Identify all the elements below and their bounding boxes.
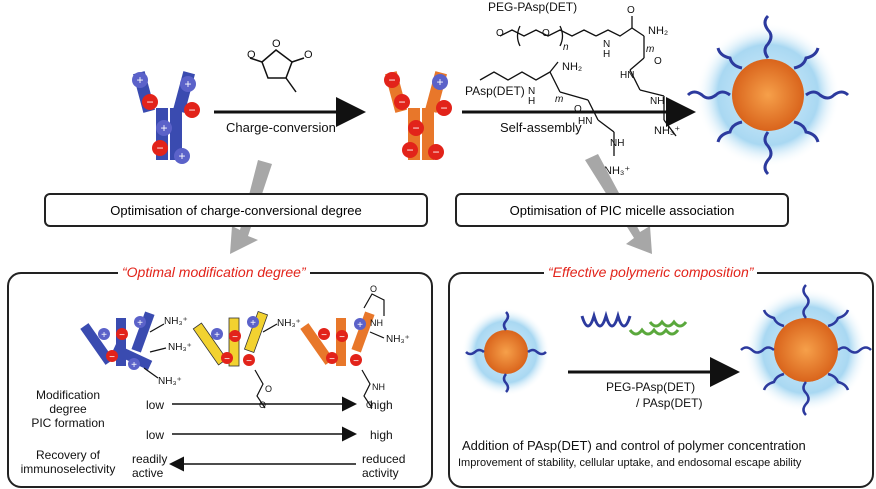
svg-text:NH₃⁺: NH₃⁺ [277, 318, 301, 329]
svg-text:+: + [436, 75, 443, 89]
m-label-1: m [646, 44, 654, 55]
peg-pasp-det-label: PEG-PAsp(DET) [488, 0, 578, 14]
svg-text:+: + [357, 320, 363, 331]
row-label-pic: PIC formation [31, 416, 105, 430]
nh-label-4: NH [610, 138, 624, 149]
row-label-recovery: Recovery of immunoselectivity [20, 448, 116, 476]
svg-text:−: − [388, 73, 395, 87]
svg-text:−: − [398, 95, 405, 109]
svg-text:−: − [353, 356, 359, 367]
svg-text:−: − [329, 354, 335, 365]
svg-text:O: O [370, 284, 377, 294]
self-assembly-label: Self-assembly [500, 120, 582, 135]
antibody-low-modification: + − + − + NH₃⁺ NH₃⁺ NH₃⁺ [80, 311, 192, 387]
svg-text:O: O [265, 384, 272, 394]
nh-label-3: NH [650, 96, 664, 107]
micelle-large [740, 284, 872, 416]
svg-text:+: + [184, 77, 191, 91]
nh-label-1: N [603, 39, 610, 50]
row-left-recovery: readily active [132, 452, 168, 480]
polymer-structure [479, 16, 677, 156]
svg-text:−: − [321, 330, 327, 341]
nh3-label-2: NH₃⁺ [604, 165, 630, 177]
o-label-5: O [574, 104, 582, 115]
svg-text:O: O [259, 400, 266, 410]
svg-text:+: + [214, 330, 220, 341]
micelle-small [462, 308, 550, 396]
converted-antibody: − + − − − − − [384, 71, 452, 160]
caption-sub: Improvement of stability, cellular uptak… [458, 457, 802, 469]
n-label: n [563, 42, 569, 53]
svg-text:+: + [160, 121, 167, 135]
svg-text:−: − [146, 95, 153, 109]
free-polymer-chains [580, 310, 688, 336]
h-label-2: H [528, 96, 535, 107]
svg-text:+: + [137, 318, 143, 329]
svg-text:+: + [250, 318, 256, 329]
box-charge-conversional-degree: Optimisation of charge-conversional degr… [44, 193, 428, 227]
o-label-4: O [654, 56, 662, 67]
anhydride-oxygen-ring: O [272, 38, 281, 50]
svg-text:−: − [188, 103, 195, 117]
caption-main: Addition of PAsp(DET) and control of pol… [462, 438, 806, 453]
anhydride-oxygen-right: O [304, 49, 313, 61]
svg-text:−: − [412, 121, 419, 135]
hn-label-2: HN [578, 116, 592, 127]
nh3-label-1: NH₃⁺ [654, 125, 680, 137]
svg-text:NH₃⁺: NH₃⁺ [158, 376, 182, 387]
svg-text:−: − [440, 101, 447, 115]
m-label-2: m [555, 94, 563, 105]
anhydride-structure [249, 49, 305, 93]
antibody-mid-modification: + − + − − NH₃⁺ O O [192, 310, 301, 410]
svg-text:NH: NH [370, 318, 383, 328]
row-right-recovery: reduced activity [362, 452, 406, 480]
box-right-text: Optimisation of PIC micelle association [509, 202, 735, 218]
native-antibody: + + − − + − + [132, 71, 200, 164]
antibody-high-modification: − − + − − O NH NH₃⁺ NH O [300, 284, 410, 410]
charge-conversion-label: Charge-conversion [226, 120, 336, 135]
hn-label-1: HN [620, 70, 634, 81]
arrow-label-peg: PEG-PAsp(DET) [606, 380, 696, 394]
nh2-label-2: NH₂ [562, 61, 582, 73]
micelle-top [686, 14, 850, 176]
svg-text:−: − [339, 332, 345, 343]
arrow-label-pasp: / PAsp(DET) [636, 396, 703, 410]
row-right-pic: high [370, 428, 393, 442]
anhydride-oxygen-left: O [247, 49, 256, 61]
o-label-3: O [627, 5, 635, 16]
svg-text:NH₃⁺: NH₃⁺ [168, 342, 192, 353]
svg-text:+: + [136, 73, 143, 87]
box-left-text: Optimisation of charge-conversional degr… [110, 202, 362, 218]
svg-text:−: − [119, 330, 125, 341]
svg-text:NH₃⁺: NH₃⁺ [386, 334, 410, 345]
row-left-pic: low [146, 428, 165, 442]
svg-text:−: − [109, 352, 115, 363]
svg-text:+: + [101, 330, 107, 341]
box-pic-micelle-association: Optimisation of PIC micelle association [455, 193, 789, 227]
svg-text:−: − [432, 145, 439, 159]
o-label-1: O [496, 28, 504, 39]
nh-label-2: N [528, 86, 535, 97]
o-label-2: O [542, 28, 550, 39]
pasp-det-label: PAsp(DET) [465, 84, 525, 98]
svg-text:NH₃⁺: NH₃⁺ [164, 316, 188, 327]
svg-text:−: − [232, 332, 238, 343]
svg-text:+: + [178, 149, 185, 163]
right-panel-title: “Effective polymeric composition” [544, 264, 758, 280]
row-right-modification: high [370, 398, 393, 412]
svg-text:−: − [156, 141, 163, 155]
svg-text:NH: NH [372, 382, 385, 392]
svg-text:−: − [406, 143, 413, 157]
nh2-label-1: NH₂ [648, 25, 668, 37]
left-panel-title: “Optimal modification degree” [118, 264, 310, 280]
svg-text:−: − [246, 356, 252, 367]
svg-text:O: O [366, 400, 373, 410]
svg-text:−: − [224, 354, 230, 365]
svg-text:+: + [131, 360, 137, 371]
row-left-modification: low [146, 398, 165, 412]
h-label-1: H [603, 49, 610, 60]
row-label-modification: Modification degree [35, 388, 101, 416]
